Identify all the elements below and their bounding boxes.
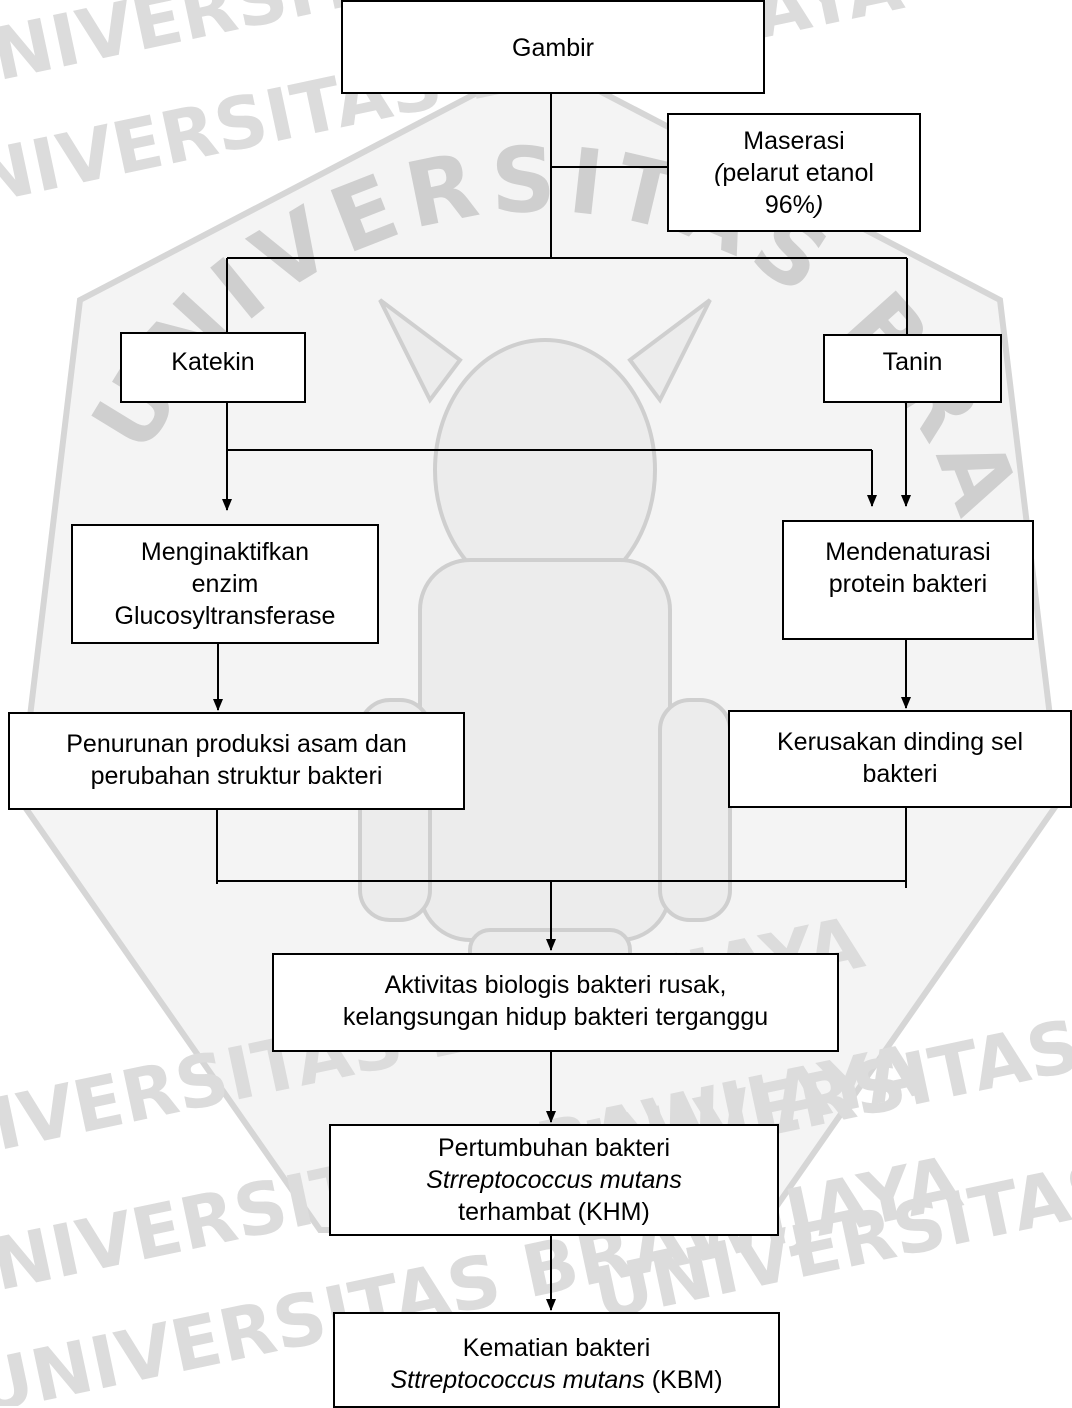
mendenaturasi-line1: Mendenaturasi — [825, 538, 991, 566]
node-katekin-label: Katekin — [171, 348, 255, 376]
maserasi-paren-open: ( — [714, 158, 723, 187]
maserasi-line1: Maserasi — [743, 126, 845, 155]
aktivitas-line2: kelangsungan hidup bakteri terganggu — [342, 1003, 769, 1031]
menginaktifkan-line1: Menginaktifkan — [140, 538, 310, 566]
kerusakan-line1: Kerusakan dinding sel — [777, 728, 1023, 756]
node-kerusakan: Kerusakan dinding sel bakteri — [728, 710, 1072, 808]
maserasi-line2: pelarut etanol — [722, 158, 874, 187]
kematian-line2-organism: Sttreptococcus mutans — [390, 1366, 645, 1394]
aktivitas-line1: Aktivitas biologis bakteri rusak, — [384, 971, 727, 999]
kerusakan-line2: bakteri — [862, 760, 938, 788]
pertumbuhan-line1: Pertumbuhan bakteri — [437, 1134, 671, 1162]
node-tanin-label: Tanin — [882, 348, 943, 376]
node-aktivitas: Aktivitas biologis bakteri rusak, kelang… — [272, 953, 839, 1052]
node-menginaktifkan: Menginaktifkan enzim Glucosyltransferase — [71, 524, 379, 644]
node-tanin: Tanin — [823, 334, 1002, 403]
kematian-line1: Kematian bakteri — [462, 1334, 651, 1362]
node-kematian: Kematian bakteri Sttreptococcus mutans (… — [333, 1312, 780, 1408]
penurunan-line1: Penurunan produksi asam dan — [66, 730, 407, 758]
node-pertumbuhan: Pertumbuhan bakteri Strreptococcus mutan… — [329, 1124, 779, 1236]
pertumbuhan-line3: terhambat (KHM) — [458, 1198, 650, 1226]
kematian-line2-suffix: (KBM) — [644, 1366, 723, 1394]
menginaktifkan-line3: Glucosyltransferase — [114, 602, 336, 630]
maserasi-line3: 96% — [764, 190, 815, 219]
node-gambir: Gambir — [341, 0, 765, 94]
node-penurunan: Penurunan produksi asam dan perubahan st… — [8, 712, 465, 810]
node-gambir-label: Gambir — [512, 34, 594, 62]
menginaktifkan-line2: enzim — [191, 570, 259, 598]
penurunan-line2: perubahan struktur bakteri — [90, 762, 383, 790]
pertumbuhan-line2: Strreptococcus mutans — [426, 1166, 682, 1194]
node-katekin: Katekin — [120, 332, 306, 403]
mendenaturasi-line2: protein bakteri — [828, 570, 988, 598]
node-maserasi: Maserasi (pelarut etanol 96%) — [667, 113, 921, 232]
node-mendenaturasi: Mendenaturasi protein bakteri — [782, 520, 1034, 640]
maserasi-paren-close: ) — [814, 190, 824, 219]
